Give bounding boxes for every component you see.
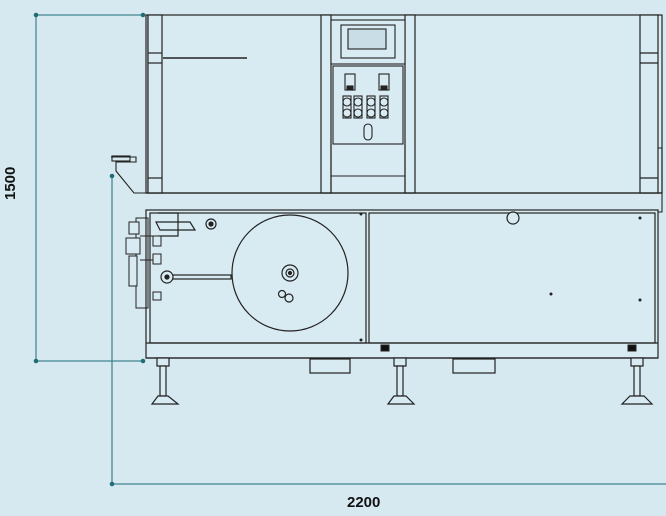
right-door: [368, 212, 656, 344]
fork-pocket-right: [452, 358, 496, 374]
right-door-knob: [506, 211, 520, 225]
cabinet-bolts: [359, 212, 642, 342]
right-post: [639, 14, 659, 194]
width-dimension-label: 2200: [347, 494, 381, 511]
foot-middle: [386, 357, 416, 405]
key-switch: [363, 123, 373, 141]
control-panel: [330, 19, 406, 193]
center-right-post: [404, 14, 416, 194]
clamp-lever: [155, 221, 197, 231]
height-dimension: [33, 12, 146, 364]
valve-assembly: [125, 217, 162, 309]
side-guard: [111, 147, 663, 213]
reel-arm: [166, 274, 232, 280]
cabinet-latches: [380, 344, 637, 352]
left-post: [147, 14, 163, 194]
height-dimension-label: 1500: [2, 166, 19, 200]
center-left-post: [320, 14, 332, 194]
base: [146, 357, 658, 405]
foot-right: [620, 357, 654, 405]
display-screen: [347, 28, 387, 50]
foot-left: [150, 357, 180, 405]
fork-pocket-left: [309, 358, 351, 374]
push-buttons: [342, 95, 389, 119]
lower-cabinet: [145, 209, 659, 359]
width-dimension: [109, 173, 666, 487]
